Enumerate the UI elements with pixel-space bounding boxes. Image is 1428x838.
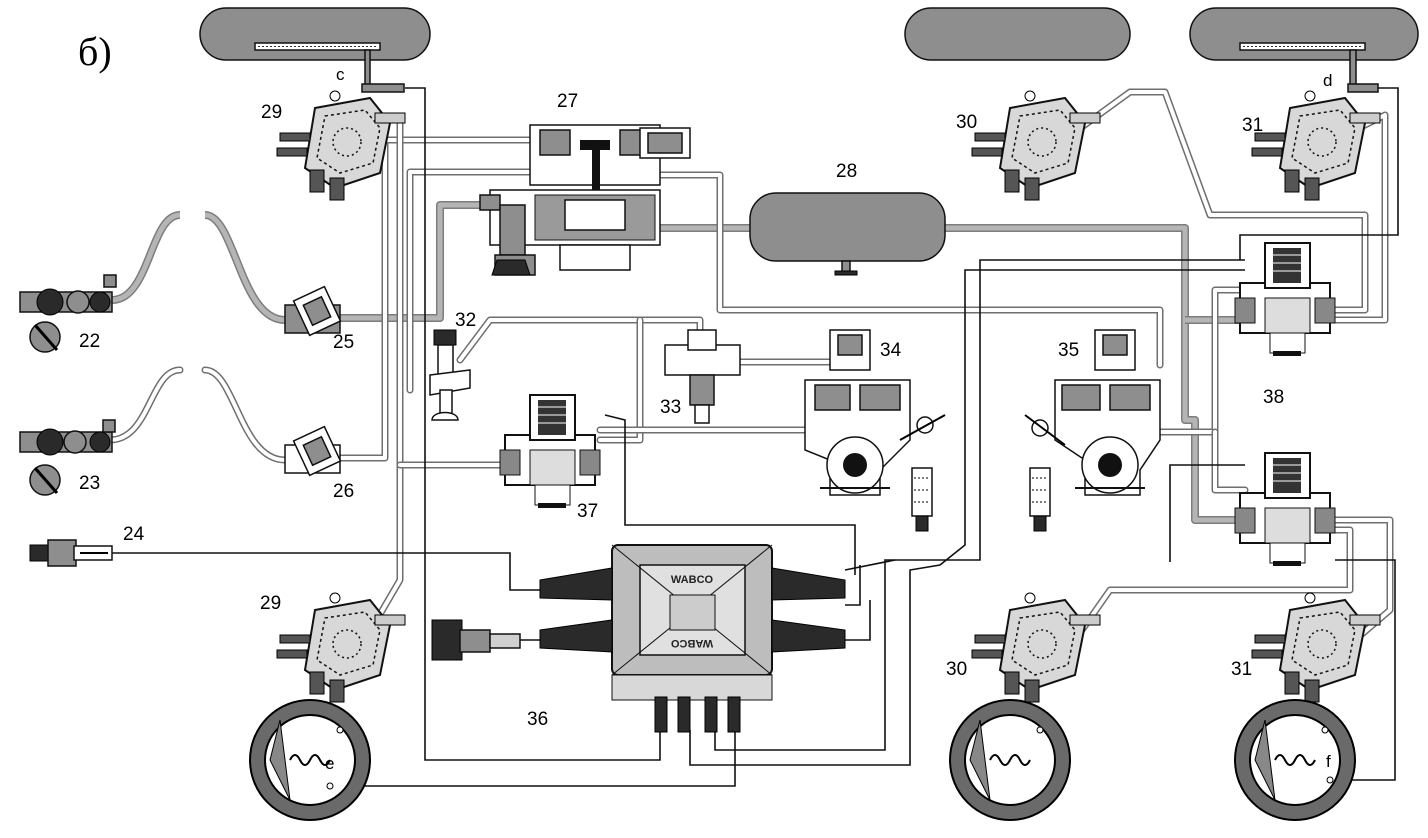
label-22: 22 — [79, 331, 101, 352]
label-c: c — [336, 65, 345, 84]
label-26: 26 — [333, 481, 355, 502]
abs-modulator-37 — [499, 394, 601, 509]
label-33: 33 — [660, 397, 682, 418]
valve-33 — [664, 329, 741, 424]
air-lines — [106, 88, 1394, 644]
air-bellows-left — [199, 7, 431, 93]
label-29-bottom: 29 — [260, 593, 282, 614]
label-36: 36 — [527, 709, 549, 730]
label-d: d — [1323, 71, 1333, 90]
ecu-brand-top: WABCO — [671, 574, 714, 586]
coupling-head-22 — [19, 274, 117, 353]
label-35: 35 — [1058, 340, 1080, 361]
label-e: e — [325, 754, 335, 773]
abs-modulator-38-bottom — [1234, 452, 1336, 567]
label-23: 23 — [79, 473, 101, 494]
label-30-top: 30 — [956, 112, 978, 133]
brake-chamber-31-bottom — [1234, 592, 1381, 821]
label-32: 32 — [455, 310, 477, 331]
label-38: 38 — [1263, 387, 1285, 408]
label-27: 27 — [557, 91, 579, 112]
line-filter-25 — [284, 285, 342, 337]
air-reservoir-28 — [749, 192, 946, 276]
brake-chamber-31-top — [1251, 90, 1381, 201]
coupling-head-23 — [19, 419, 116, 496]
label-37: 37 — [577, 501, 599, 522]
relay-emergency-valve-27 — [479, 124, 691, 276]
brake-chamber-30-bottom — [949, 592, 1101, 821]
label-31-bottom: 31 — [1231, 659, 1253, 680]
air-bellows-right — [1189, 7, 1419, 93]
abs-modulator-38-top — [1234, 242, 1336, 357]
height-valve-34 — [804, 329, 946, 532]
label-30-bottom: 30 — [946, 659, 968, 680]
label-29-top: 29 — [261, 102, 283, 123]
ecu-brand-bottom: WABCO — [670, 637, 713, 649]
label-f: f — [1326, 752, 1331, 771]
terminal-f-dot — [1326, 776, 1334, 784]
abs-ecu-36: WABCO WABCO — [431, 544, 846, 733]
label-28: 28 — [836, 161, 858, 182]
label-24: 24 — [123, 524, 145, 545]
terminal-e-dot — [326, 782, 334, 790]
label-34: 34 — [880, 340, 902, 361]
height-valve-35 — [1024, 329, 1161, 532]
brake-chamber-30-top — [971, 90, 1101, 201]
figure-part-label: б) — [78, 29, 112, 74]
electric-connector-24 — [29, 539, 113, 567]
electric-wires — [112, 87, 1399, 787]
label-25: 25 — [333, 332, 355, 353]
line-filter-26 — [284, 425, 342, 477]
test-connector-32 — [429, 329, 471, 421]
air-bellows-middle — [904, 7, 1131, 61]
label-31-top: 31 — [1242, 115, 1264, 136]
